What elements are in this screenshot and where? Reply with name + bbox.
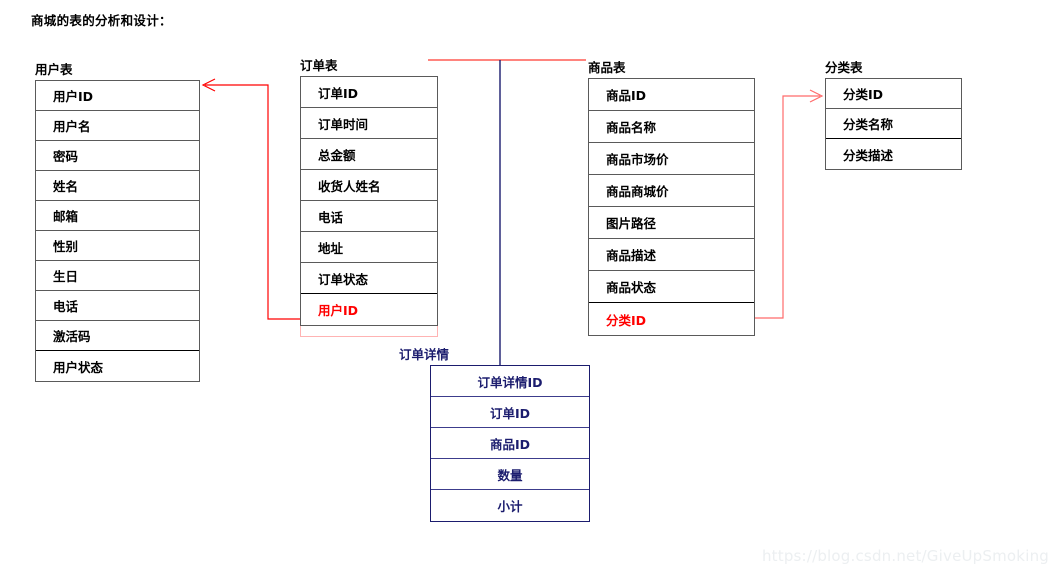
watermark: https://blog.csdn.net/GiveUpSmoking: [761, 547, 1049, 565]
table-row[interactable]: 总金额: [301, 139, 437, 170]
table-row[interactable]: 用户状态: [53, 359, 104, 375]
table-row[interactable]: 分类ID: [606, 312, 647, 328]
table-row[interactable]: 订单详情ID: [431, 366, 589, 397]
table-row[interactable]: 电话: [301, 201, 437, 232]
table-row[interactable]: 商品ID: [431, 428, 589, 459]
table-row[interactable]: 图片路径: [589, 207, 754, 239]
table-row[interactable]: 用户ID: [318, 303, 359, 318]
order-table-caption: 订单表: [300, 58, 338, 73]
product-category-relation-arrow: [809, 89, 824, 103]
product-table-caption: 商品表: [588, 60, 626, 75]
table-row[interactable]: 分类名称: [826, 109, 961, 139]
table-row[interactable]: 收货人姓名: [301, 170, 437, 201]
order-user-relation-line: [205, 84, 300, 320]
product-category-relation-line: [755, 95, 820, 319]
table-row[interactable]: 商品市场价: [589, 143, 754, 175]
table-row[interactable]: 激活码: [36, 321, 199, 351]
table-row[interactable]: 邮箱: [36, 201, 199, 231]
table-row[interactable]: 商品状态: [589, 271, 754, 303]
table-row[interactable]: 电话: [36, 291, 199, 321]
category-table-caption: 分类表: [825, 60, 863, 75]
table-row[interactable]: 小计: [497, 499, 523, 514]
order-user-relation-arrow: [201, 78, 216, 92]
page-title: 商城的表的分析和设计：: [31, 13, 172, 28]
table-row[interactable]: 订单状态: [301, 263, 437, 294]
order-detail-table-caption: 订单详情: [399, 347, 450, 362]
table-row[interactable]: 地址: [301, 232, 437, 263]
table-row[interactable]: 用户ID: [36, 81, 199, 111]
table-row[interactable]: 分类ID: [826, 79, 961, 109]
table-row[interactable]: 订单ID: [301, 77, 437, 108]
table-row[interactable]: 商品ID: [589, 79, 754, 111]
table-row[interactable]: 用户名: [36, 111, 199, 141]
table-row[interactable]: 商品描述: [589, 239, 754, 271]
table-row[interactable]: 分类描述: [843, 147, 894, 163]
table-row[interactable]: 姓名: [36, 171, 199, 201]
table-row[interactable]: 性别: [36, 231, 199, 261]
table-row[interactable]: 订单时间: [301, 108, 437, 139]
table-row[interactable]: 生日: [36, 261, 199, 291]
table-row[interactable]: 订单ID: [431, 397, 589, 428]
table-row[interactable]: 密码: [36, 141, 199, 171]
table-row[interactable]: 商品名称: [589, 111, 754, 143]
user-table-caption: 用户表: [35, 62, 73, 77]
table-row[interactable]: 商品商城价: [589, 175, 754, 207]
table-row[interactable]: 数量: [431, 459, 589, 490]
